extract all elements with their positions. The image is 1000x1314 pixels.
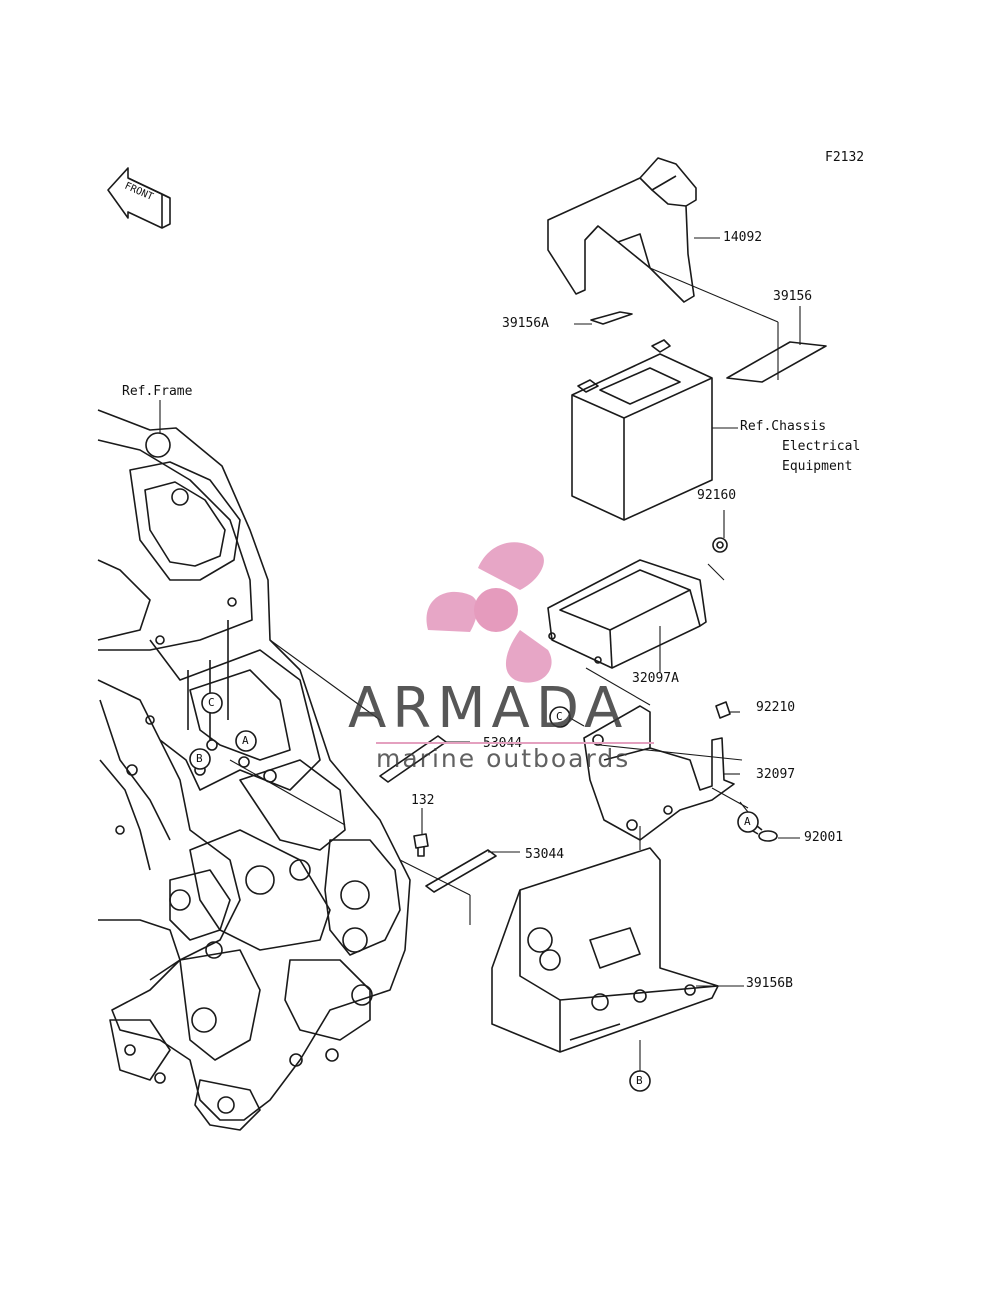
marker-a-frame: A (242, 734, 249, 747)
plate-39156B (491, 847, 719, 1053)
part-label-132: 132 (411, 793, 435, 808)
part-label-39156: 39156 (773, 289, 813, 304)
front-arrow-icon: FRONT (107, 167, 171, 229)
marker-c-bracket: C (556, 710, 563, 723)
part-label-53044-lower: 53044 (525, 847, 565, 862)
bracket-32097 (583, 701, 735, 841)
frame-assembly (97, 409, 411, 1131)
bolt-132 (413, 833, 429, 857)
cover-14092 (547, 157, 697, 303)
ref-chassis-line-1: Ref.Chassis (740, 419, 827, 434)
pin-53044-lower (425, 849, 497, 893)
battery-tray-32097A (547, 537, 728, 669)
marker-a-bracket: A (744, 815, 751, 828)
marker-b-plate: B (636, 1074, 643, 1087)
leader-lines (159, 237, 801, 1080)
battery (571, 339, 713, 521)
watermark-divider (376, 742, 654, 744)
part-label-92001: 92001 (804, 830, 844, 845)
pad-39156A (590, 311, 633, 325)
pad-39156 (726, 341, 827, 383)
frame-markers (189, 692, 257, 770)
watermark-title: ARMADA (348, 676, 629, 741)
marker-c-frame: C (208, 696, 215, 709)
part-label-32097A: 32097A (632, 671, 679, 686)
part-label-32097: 32097 (756, 767, 796, 782)
ref-frame-label: Ref.Frame (122, 384, 193, 399)
diagram-code: F2132 (825, 150, 865, 165)
part-markers (549, 706, 759, 1092)
part-label-39156A: 39156A (502, 316, 549, 331)
part-label-39156B: 39156B (746, 976, 793, 991)
marker-b-frame: B (196, 752, 203, 765)
ref-chassis-line-2: Electrical (782, 439, 861, 454)
watermark-subtitle: marine outboards (376, 744, 631, 773)
ref-chassis-line-3: Equipment (782, 459, 853, 474)
part-label-14092: 14092 (723, 230, 763, 245)
part-label-92160: 92160 (697, 488, 737, 503)
watermark-logo-icon (426, 542, 552, 683)
part-label-92210: 92210 (756, 700, 796, 715)
